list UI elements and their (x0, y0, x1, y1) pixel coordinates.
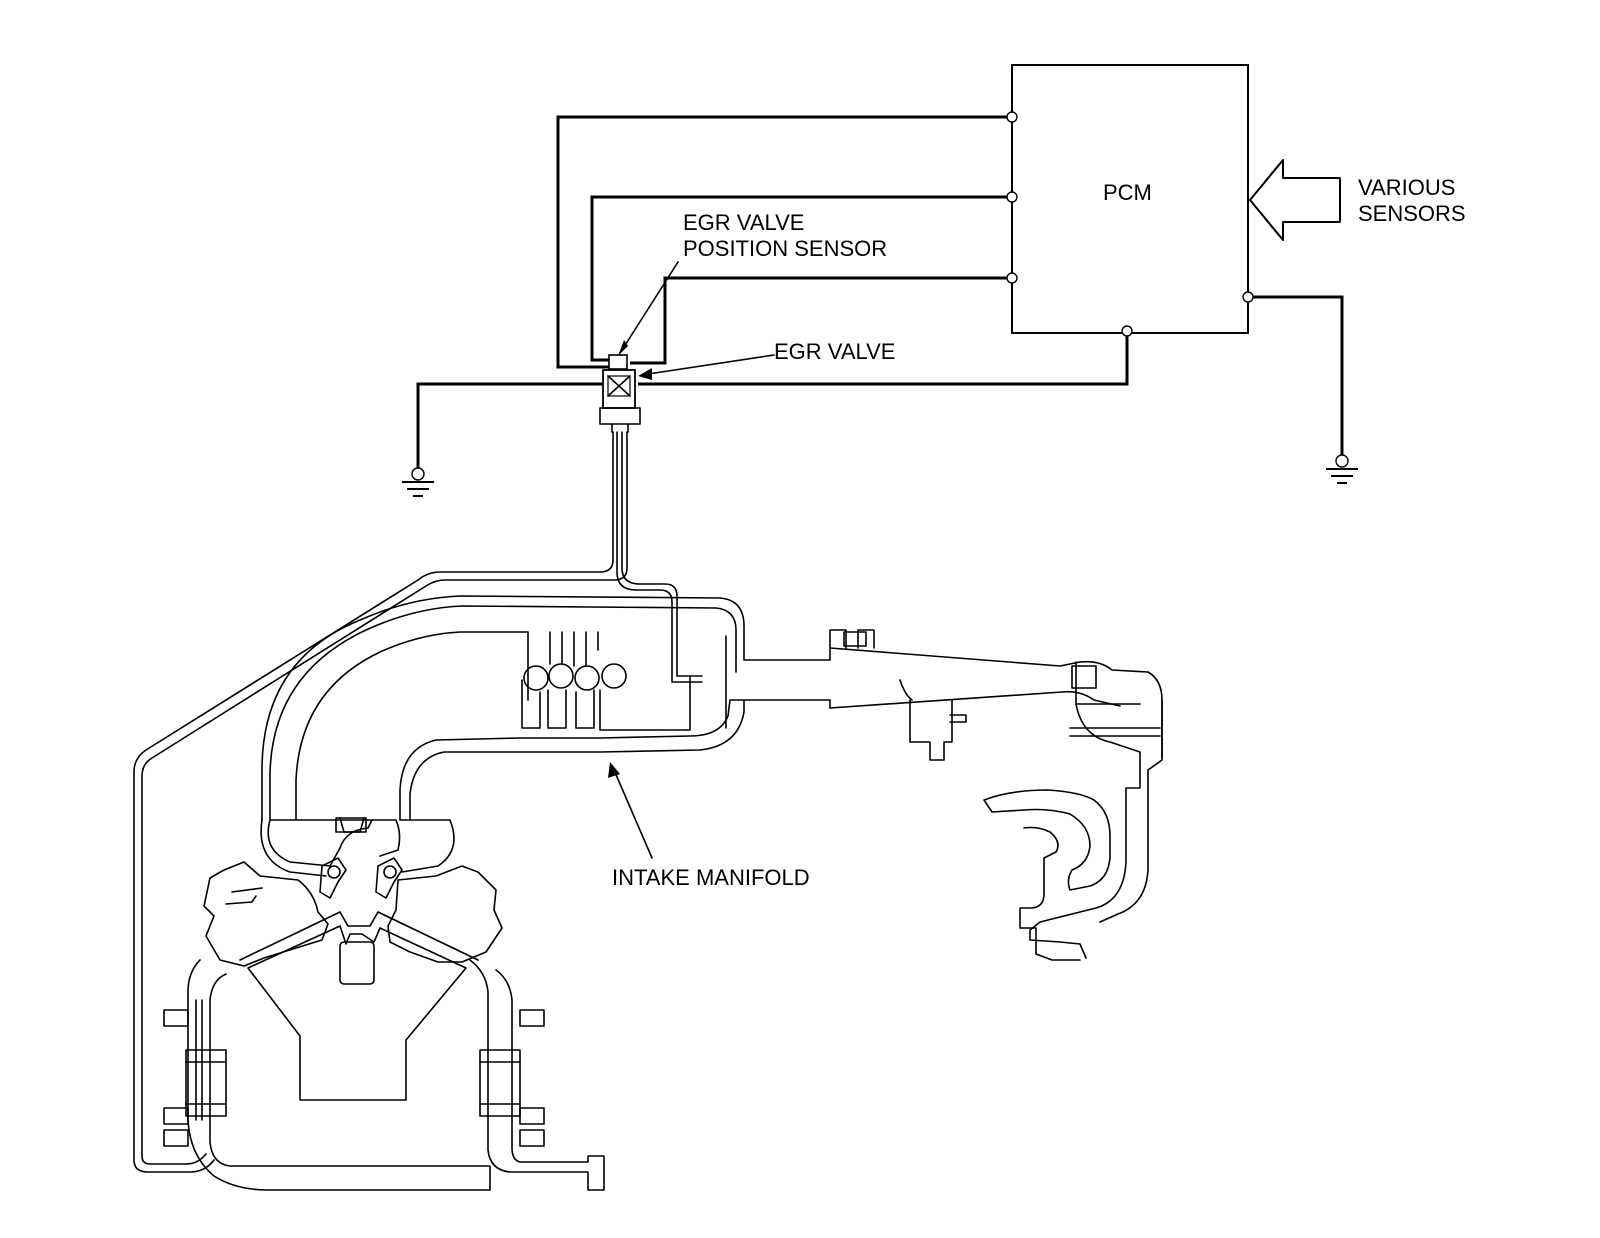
connection-pin (1006, 191, 1018, 203)
callouts (608, 261, 775, 859)
pcm-label: PCM (1103, 180, 1152, 205)
egr-valve-label: EGR VALVE (774, 339, 895, 364)
connection-pin (1242, 291, 1254, 303)
connection-pin (1006, 272, 1018, 284)
egr-pipe (133, 431, 703, 1173)
input-arrow (1249, 159, 1341, 241)
intake-manifold (261, 595, 1163, 961)
pcm-module: PCM (1011, 64, 1249, 334)
egr-position-sensor-label-line1: EGR VALVE (683, 210, 804, 235)
ground-symbol-left (402, 467, 434, 497)
various-sensors-label-line1: VARIOUS (1358, 175, 1455, 200)
ground-symbol-right (1326, 454, 1358, 484)
egr-position-sensor-label-line2: POSITION SENSOR (683, 236, 887, 261)
egr-valve (599, 354, 641, 433)
connection-pins (1006, 111, 1254, 337)
engine (163, 817, 605, 1191)
connection-pin (1121, 325, 1133, 337)
various-sensors-label-line2: SENSORS (1358, 201, 1466, 226)
wiring (416, 115, 1344, 469)
connection-pin (1006, 111, 1018, 123)
intake-manifold-label: INTAKE MANIFOLD (612, 865, 810, 890)
